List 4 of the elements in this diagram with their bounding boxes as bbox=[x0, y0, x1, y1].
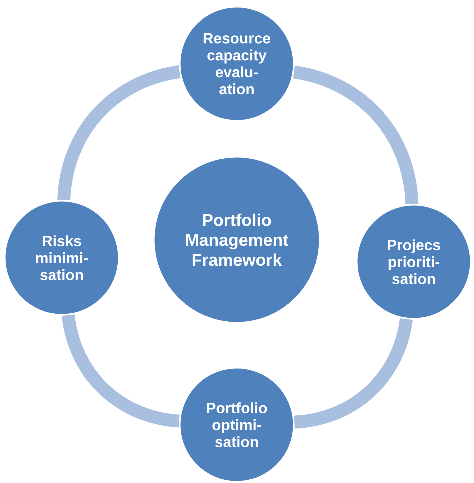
ring-arc bbox=[292, 66, 419, 205]
ring-arc bbox=[58, 66, 182, 201]
ring-arc bbox=[294, 318, 413, 429]
ring-arc bbox=[62, 314, 180, 428]
